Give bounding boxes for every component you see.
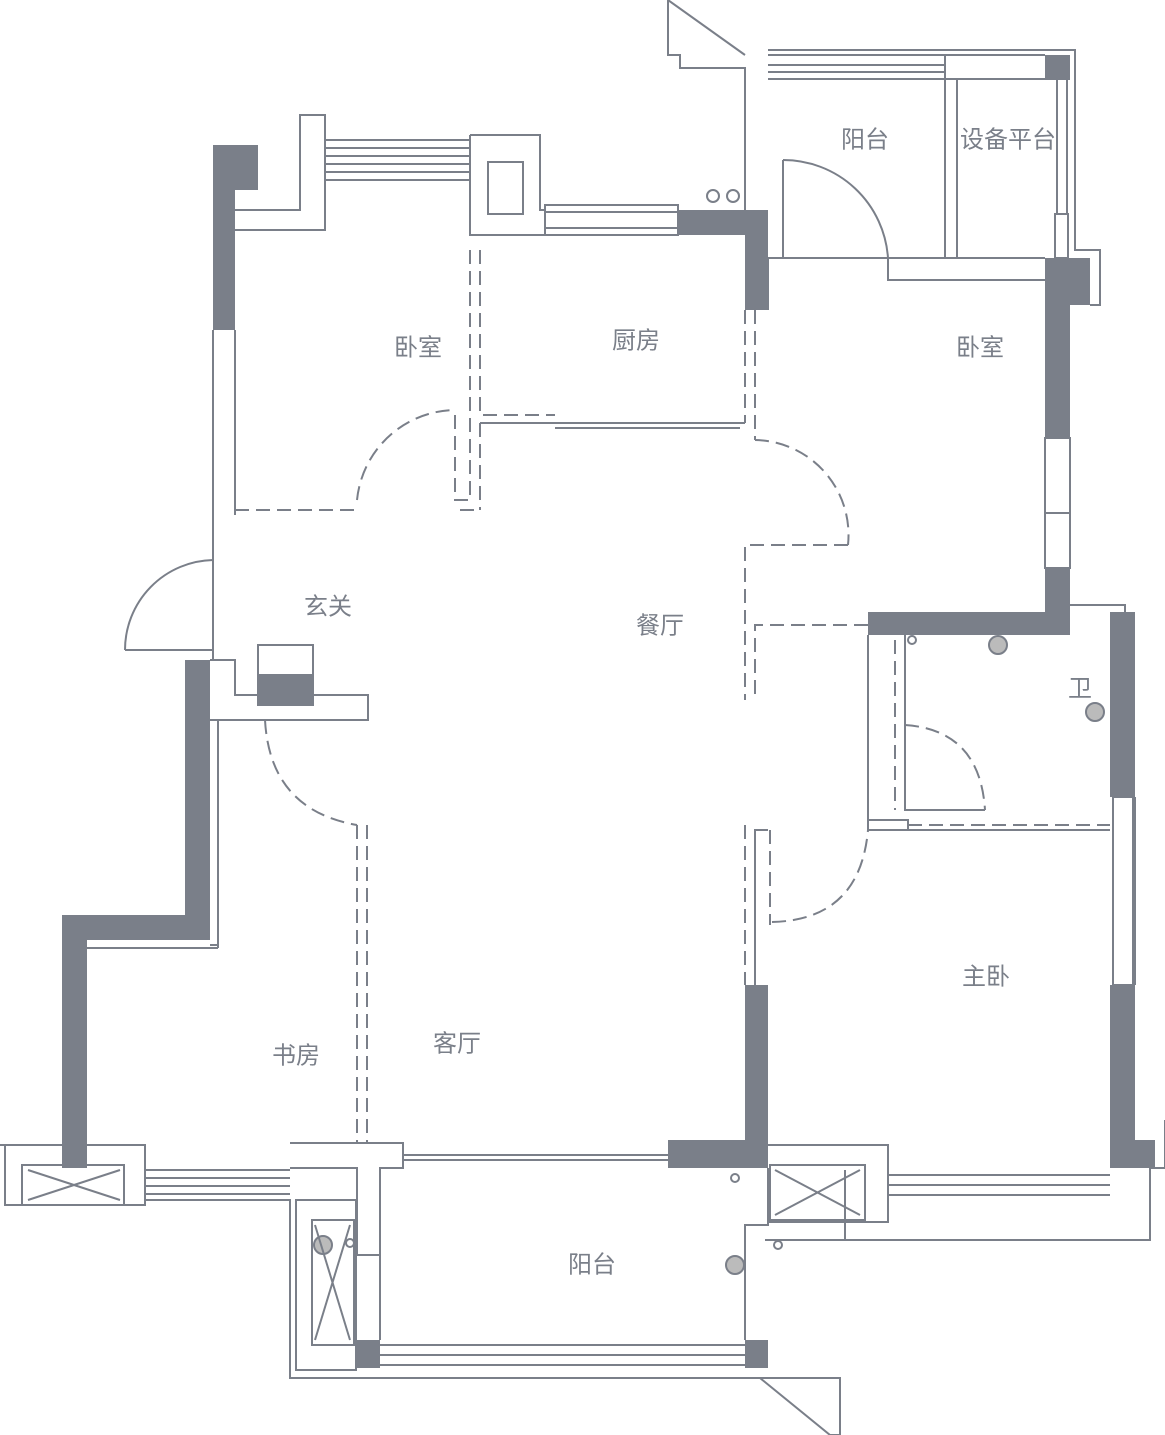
- room-label-balcony-north: 阳台: [841, 125, 889, 154]
- room-label-dining: 餐厅: [636, 611, 684, 640]
- room-label-study: 书房: [272, 1041, 320, 1070]
- room-label-equipment-platform: 设备平台: [960, 125, 1056, 154]
- room-label-balcony-south: 阳台: [568, 1250, 616, 1279]
- load-bearing-walls: [62, 55, 1155, 1368]
- room-label-kitchen: 厨房: [612, 326, 660, 355]
- room-label-living: 客厅: [433, 1029, 481, 1058]
- dashed-partitions: [235, 250, 1110, 1143]
- room-label-master-bedroom: 主卧: [962, 962, 1010, 991]
- doors: [124, 158, 889, 651]
- room-label-foyer: 玄关: [304, 592, 352, 621]
- balcony-door-swing: [782, 158, 889, 259]
- fixtures: [27, 189, 1105, 1341]
- room-label-bedroom-west: 卧室: [394, 333, 442, 362]
- entry-door-swing: [124, 559, 214, 651]
- room-label-bedroom-east: 卧室: [956, 333, 1004, 362]
- room-label-bathroom: 卫: [1068, 674, 1092, 703]
